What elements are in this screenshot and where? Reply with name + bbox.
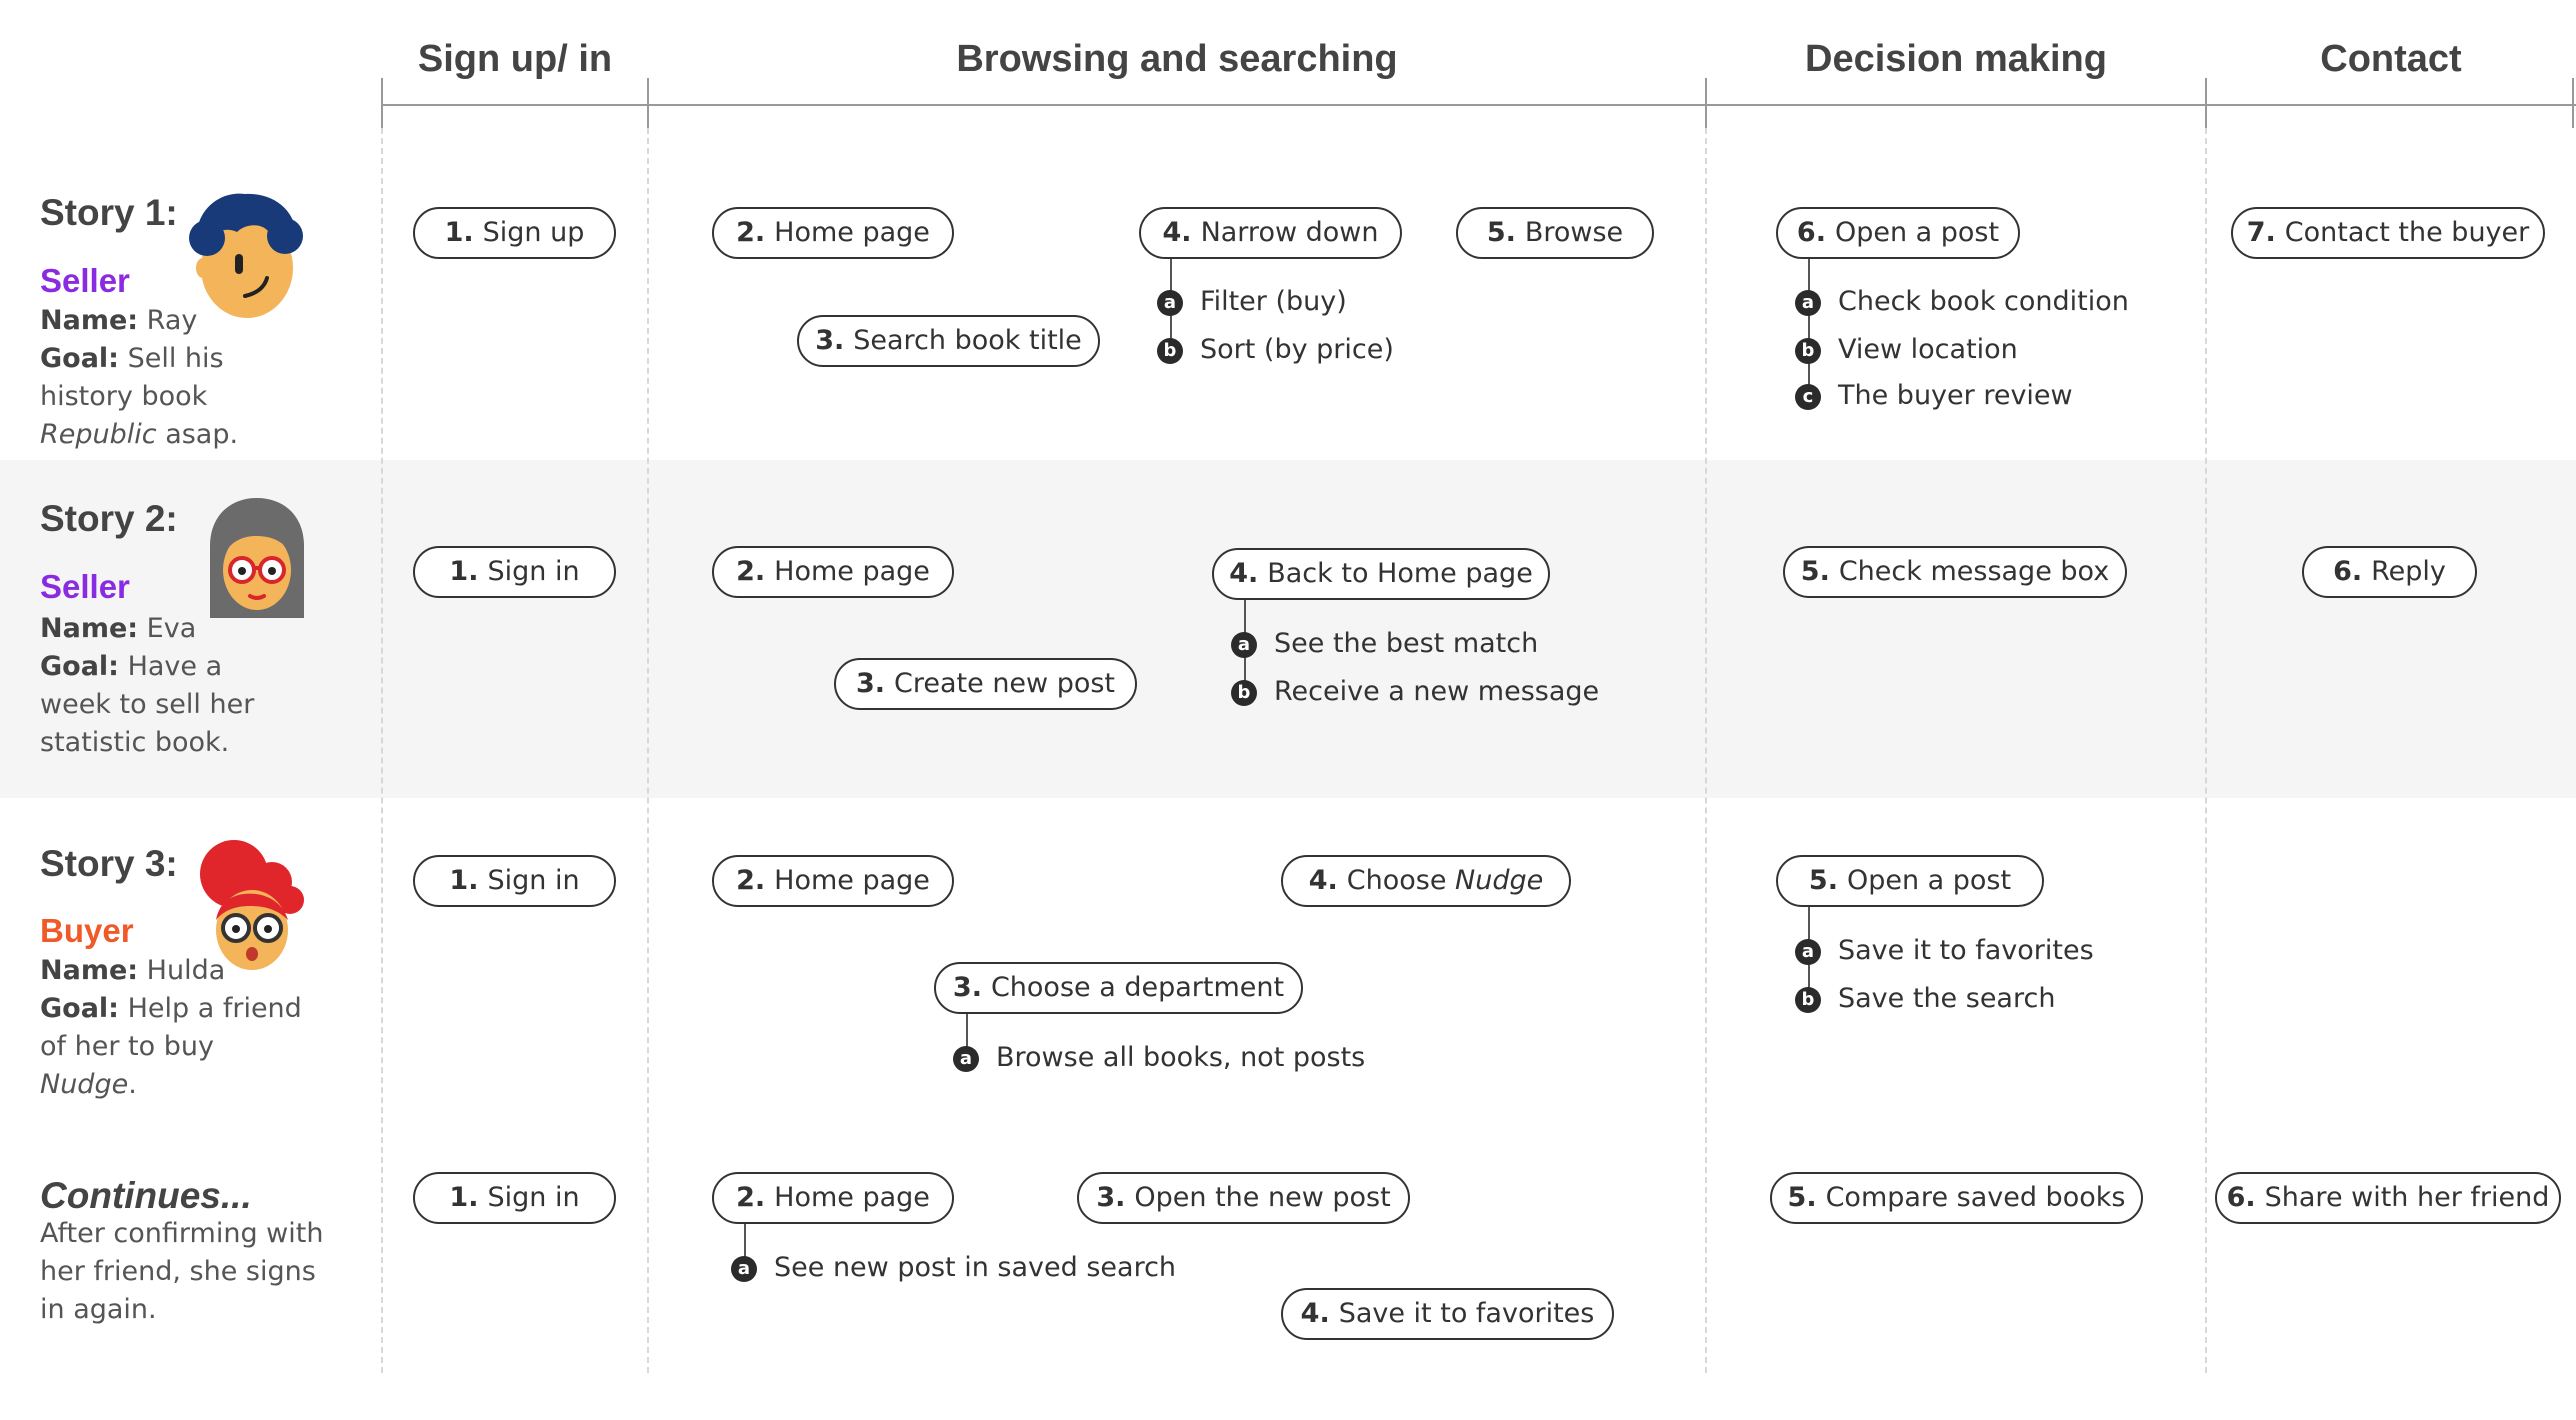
badge-b-icon: b (1157, 338, 1183, 364)
header-tick (2205, 78, 2207, 128)
column-header-browsing: Browsing and searching (956, 38, 1398, 80)
connector-line (966, 1014, 968, 1058)
column-divider (1705, 128, 1707, 1373)
badge-a-icon: a (731, 1256, 757, 1282)
continues-step-2[interactable]: 2.Home page (712, 1172, 954, 1224)
story-1-step-6[interactable]: 6.Open a post (1776, 207, 2020, 259)
woman-gray-hair-avatar-icon (210, 498, 304, 618)
header-rule (382, 104, 2576, 106)
badge-a-icon: a (1795, 939, 1821, 965)
continues-step-5[interactable]: 5.Compare saved books (1770, 1172, 2143, 1224)
header-tick (381, 78, 383, 128)
story-1-role: Seller (40, 262, 130, 299)
badge-b-icon: b (1231, 680, 1257, 706)
story-3-step-5[interactable]: 5.Open a post (1776, 855, 2044, 907)
column-divider (647, 128, 649, 1373)
story-2-step-3[interactable]: 3.Create new post (834, 658, 1137, 710)
story-2-band (0, 460, 2576, 798)
story-1-step-5[interactable]: 5.Browse (1456, 207, 1654, 259)
column-header-contact: Contact (2320, 38, 2462, 80)
story-2-description: Name: Eva Goal: Have a week to sell her … (40, 613, 255, 758)
connector-line (744, 1224, 746, 1268)
story-3-step-4[interactable]: 4.Choose Nudge (1281, 855, 1571, 907)
story-1-step-7[interactable]: 7.Contact the buyer (2231, 207, 2545, 259)
story-3-step-1[interactable]: 1.Sign in (413, 855, 616, 907)
column-divider (381, 128, 383, 1373)
header-tick (1705, 78, 1707, 128)
story-2-step-6[interactable]: 6.Reply (2302, 546, 2477, 598)
column-header-signup: Sign up/ in (417, 38, 613, 80)
continues-step-1[interactable]: 1.Sign in (413, 1172, 616, 1224)
story-2-step-2[interactable]: 2.Home page (712, 546, 954, 598)
story-3-step-2[interactable]: 2.Home page (712, 855, 954, 907)
column-divider (2205, 128, 2207, 1373)
story-3-description: Name: Hulda Goal: Help a friend of her t… (40, 955, 302, 1100)
continues-step-6[interactable]: 6.Share with her friend (2215, 1172, 2561, 1224)
man-blue-hair-avatar-icon (189, 193, 303, 318)
badge-b-icon: b (1795, 987, 1821, 1013)
continues-step-3[interactable]: 3.Open the new post (1077, 1172, 1410, 1224)
story-3-role: Buyer (40, 912, 134, 949)
continues-title: Continues... (40, 1175, 252, 1216)
story-1-step-2[interactable]: 2.Home page (712, 207, 954, 259)
story-3-title: Story 3: (40, 843, 178, 884)
badge-a-icon: a (1795, 290, 1821, 316)
story-1-description: Name: Ray Goal: Sell his history book Re… (40, 305, 239, 450)
story-3-step-3[interactable]: 3.Choose a department (934, 962, 1303, 1014)
badge-a-icon: a (1157, 290, 1183, 316)
story-1-step-4[interactable]: 4.Narrow down (1139, 207, 1402, 259)
story-2-step-5[interactable]: 5.Check message box (1783, 546, 2127, 598)
badge-c-icon: c (1795, 384, 1821, 410)
story-2-role: Seller (40, 568, 130, 605)
badge-a-icon: a (1231, 632, 1257, 658)
story-1-title: Story 1: (40, 192, 178, 233)
story-2-step-4[interactable]: 4.Back to Home page (1212, 548, 1550, 600)
woman-red-hair-avatar-icon (200, 840, 304, 970)
connector-line (1808, 259, 1810, 395)
continues-step-4[interactable]: 4.Save it to favorites (1281, 1288, 1614, 1340)
badge-b-icon: b (1795, 338, 1821, 364)
header-tick (647, 78, 649, 128)
story-2-title: Story 2: (40, 498, 178, 539)
story-1-step-1[interactable]: 1.Sign up (413, 207, 616, 259)
badge-a-icon: a (953, 1046, 979, 1072)
continues-description: After confirming with her friend, she si… (40, 1218, 324, 1325)
story-2-step-1[interactable]: 1.Sign in (413, 546, 616, 598)
column-header-decision: Decision making (1805, 38, 2107, 80)
header-tick (2572, 78, 2574, 128)
story-1-step-3[interactable]: 3.Search book title (797, 315, 1100, 367)
